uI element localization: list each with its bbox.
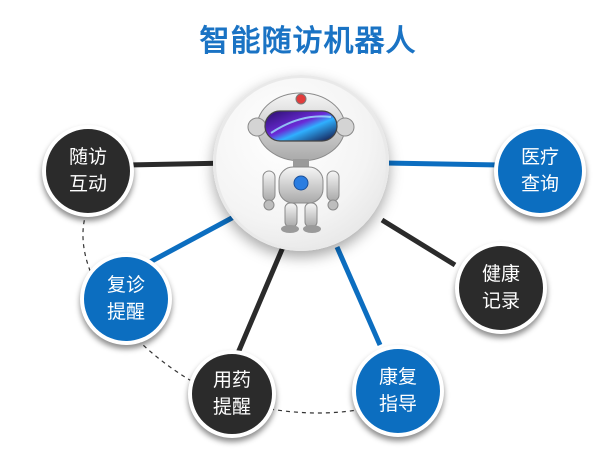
node-label: 健康记录: [481, 263, 520, 312]
node-jiankang-jilu: 健康记录: [455, 242, 547, 334]
spoke-fuzhen: [148, 209, 245, 265]
node-label: 复诊提醒: [106, 274, 145, 323]
spoke-suifang: [124, 160, 231, 168]
node-kangfu-zhidao: 康复指导: [352, 345, 444, 437]
node-label: 用药提醒: [212, 369, 251, 418]
node-yongyao-tixing: 用药提醒: [188, 350, 276, 438]
spoke-yongyao: [232, 246, 286, 361]
node-suifang-hudong: 随访互动: [42, 125, 134, 217]
node-label: 康复指导: [378, 366, 417, 415]
spoke-kangfu: [334, 245, 383, 347]
node-fuzhen-tixing: 复诊提醒: [80, 253, 172, 345]
diagram-title: 智能随访机器人: [199, 24, 417, 59]
robot-icon: [247, 92, 355, 233]
node-label: 随访互动: [68, 146, 107, 195]
spoke-yiliao: [384, 160, 501, 168]
robot-hub: [213, 75, 389, 251]
node-label: 医疗查询: [520, 146, 559, 195]
spoke-jiankang: [380, 217, 457, 268]
node-yiliao-chaxun: 医疗查询: [494, 125, 586, 217]
